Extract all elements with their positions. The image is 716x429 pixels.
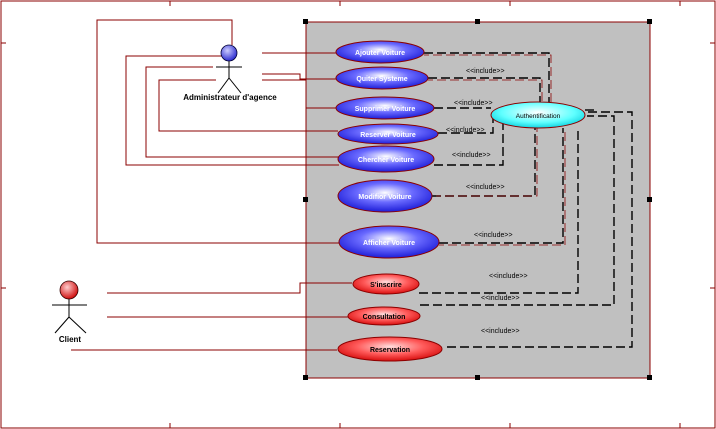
usecase-reservation[interactable]: Reservation [337, 336, 443, 362]
include-label-reservation: <<include>> [481, 328, 520, 335]
usecase-reserver-voiture[interactable]: Reserver Voiture [337, 123, 439, 145]
client-associations [71, 282, 352, 351]
actor-head-icon [220, 44, 238, 62]
usecase-label: Supprimer Voiture [355, 106, 416, 113]
usecase-quiter-systeme[interactable]: Quiter Systeme [335, 66, 429, 90]
usecase-modifier-voiture[interactable]: Modifior Voiture [337, 179, 433, 213]
usecase-consultation[interactable]: Consultation [347, 306, 421, 326]
selection-handles[interactable] [303, 19, 652, 380]
include-label-reserver: <<include>> [446, 127, 485, 134]
usecase-label: Chercher Voiture [358, 157, 414, 164]
include-label-quiter: <<include>> [466, 68, 505, 75]
usecase-label: Modifior Voiture [358, 194, 411, 201]
usecase-label: Afficher Voiture [363, 240, 415, 247]
usecase-authentification[interactable]: Authentification [490, 101, 586, 129]
include-label-chercher: <<include>> [452, 152, 491, 159]
admin-associations [96, 19, 339, 244]
usecase-supprimer-voiture[interactable]: Supprimer Voiture [335, 96, 435, 120]
actor-client[interactable]: Client [52, 280, 87, 344]
include-label-modifier: <<include>> [466, 184, 505, 191]
actor-admin[interactable]: Administrateur d'agence [183, 44, 277, 102]
usecase-afficher-voiture[interactable]: Afficher Voiture [338, 225, 440, 259]
usecase-chercher-voiture[interactable]: Chercher Voiture [337, 145, 435, 173]
usecase-ajouter-voiture[interactable]: Ajouter Voiture [335, 40, 425, 64]
usecase-sinscrire[interactable]: S'inscrire [352, 273, 420, 295]
actor-client-label: Client [59, 335, 82, 344]
include-relations [419, 52, 633, 348]
usecase-label: Reservation [370, 347, 410, 354]
include-label-inscrire: <<include>> [489, 273, 528, 280]
usecase-label: Quiter Systeme [356, 76, 407, 83]
actor-admin-label: Administrateur d'agence [183, 93, 277, 102]
include-label-consultation: <<include>> [481, 295, 520, 302]
usecase-label: S'inscrire [370, 282, 402, 289]
include-label-supprimer: <<include>> [454, 100, 493, 107]
usecase-label: Reserver Voiture [360, 132, 416, 139]
include-relations-shadow [424, 54, 566, 246]
usecase-label: Authentification [516, 113, 561, 120]
include-label-afficher: <<include>> [474, 232, 513, 239]
actor-head-icon [59, 280, 79, 300]
include-labels: <<include>> <<include>> <<include>> <<in… [446, 68, 528, 335]
usecase-label: Ajouter Voiture [355, 50, 405, 57]
usecase-label: Consultation [363, 314, 406, 321]
